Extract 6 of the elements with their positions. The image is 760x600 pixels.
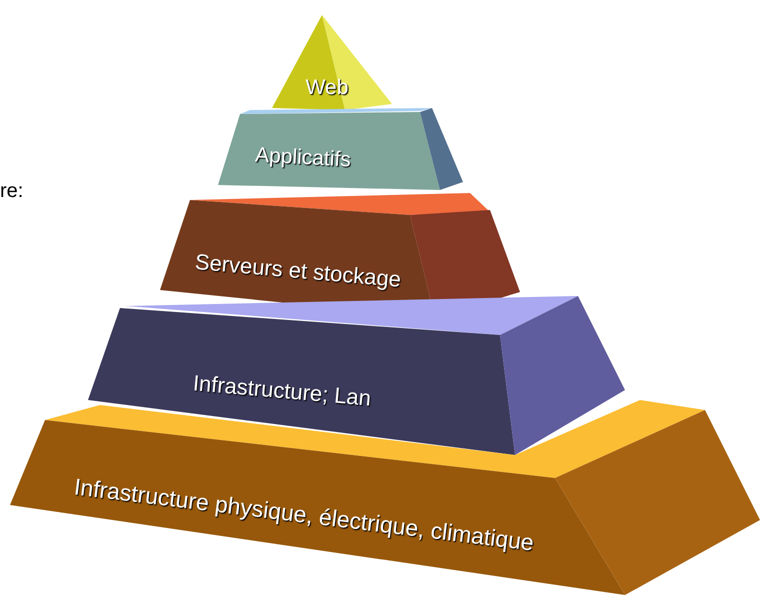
layer-label: Infrastructure physique, électrique, climatique (72, 473, 536, 557)
layer-label: Applicatifs (254, 144, 352, 172)
layer-label: Web (306, 76, 348, 100)
note-text: re: (0, 180, 24, 203)
layer-label: Infrastructure; Lan (192, 370, 372, 412)
layer-label: Serveurs et stockage (194, 249, 402, 293)
